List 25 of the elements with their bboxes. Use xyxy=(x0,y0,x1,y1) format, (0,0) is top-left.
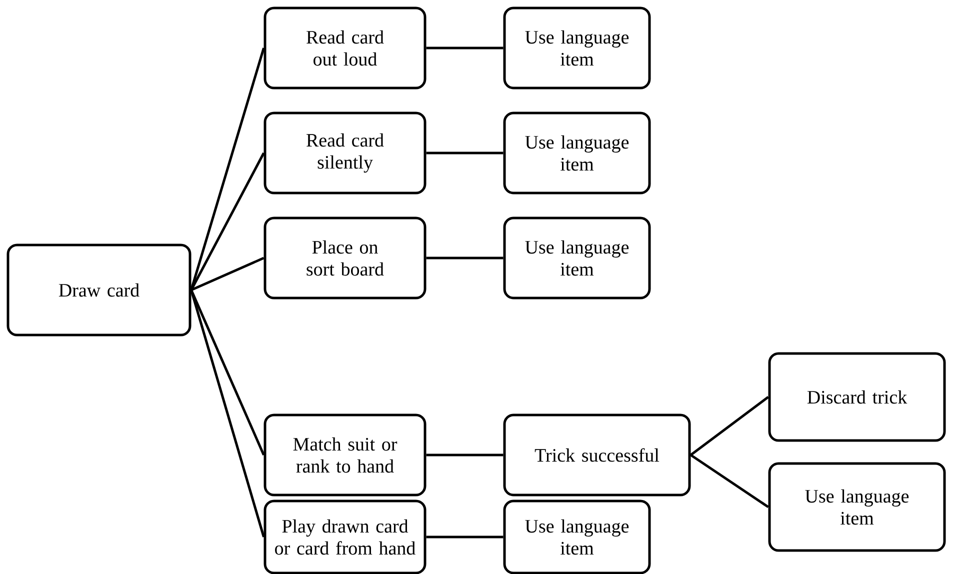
connector-line xyxy=(190,256,264,292)
process-box: Trick successful xyxy=(503,414,691,496)
process-box: Read card silently xyxy=(264,112,426,194)
connector-line xyxy=(690,396,769,456)
connector-line xyxy=(690,454,769,508)
process-box: Match suit or rank to hand xyxy=(264,414,426,496)
connector-line xyxy=(426,46,504,50)
process-box: Use language item xyxy=(503,216,651,300)
connector-line xyxy=(190,290,265,456)
connector-line xyxy=(426,454,504,456)
connector-line xyxy=(190,290,265,538)
connector-line xyxy=(426,256,504,260)
process-box: Use language item xyxy=(503,500,651,574)
process-box: Use language item xyxy=(503,6,651,90)
process-box: Discard trick xyxy=(768,352,946,442)
connector-line xyxy=(190,48,265,290)
connector-line xyxy=(426,536,504,538)
process-box: Draw card xyxy=(6,244,192,336)
process-box: Use language item xyxy=(503,112,651,194)
connector-line xyxy=(190,152,265,291)
process-box: Use language item xyxy=(768,462,946,552)
process-box: Read card out loud xyxy=(264,6,426,90)
process-box: Play drawn card or card from hand xyxy=(264,500,426,574)
process-box: Place on sort board xyxy=(264,216,426,300)
connector-line xyxy=(426,152,504,154)
